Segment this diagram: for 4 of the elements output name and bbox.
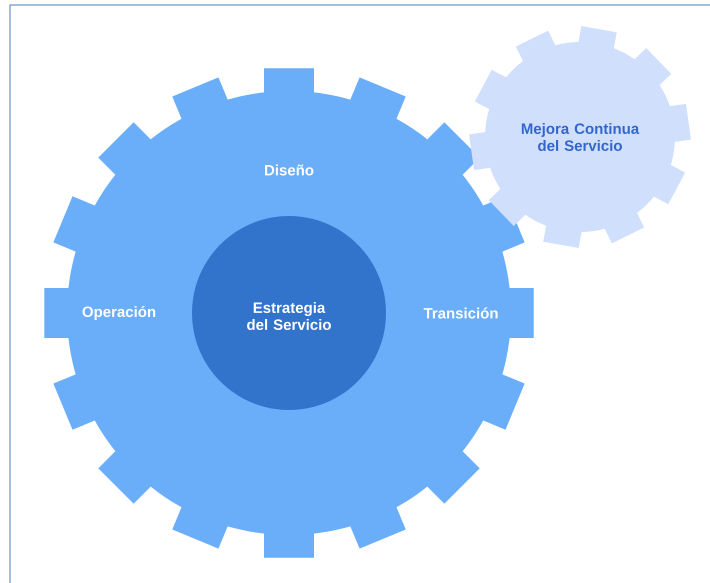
gear-label: Operación — [82, 306, 156, 320]
gear-label: Mejora Continua del Servicio — [522, 123, 640, 151]
gear-label: Transición — [424, 307, 498, 319]
gear-label: Diseño — [265, 164, 314, 176]
